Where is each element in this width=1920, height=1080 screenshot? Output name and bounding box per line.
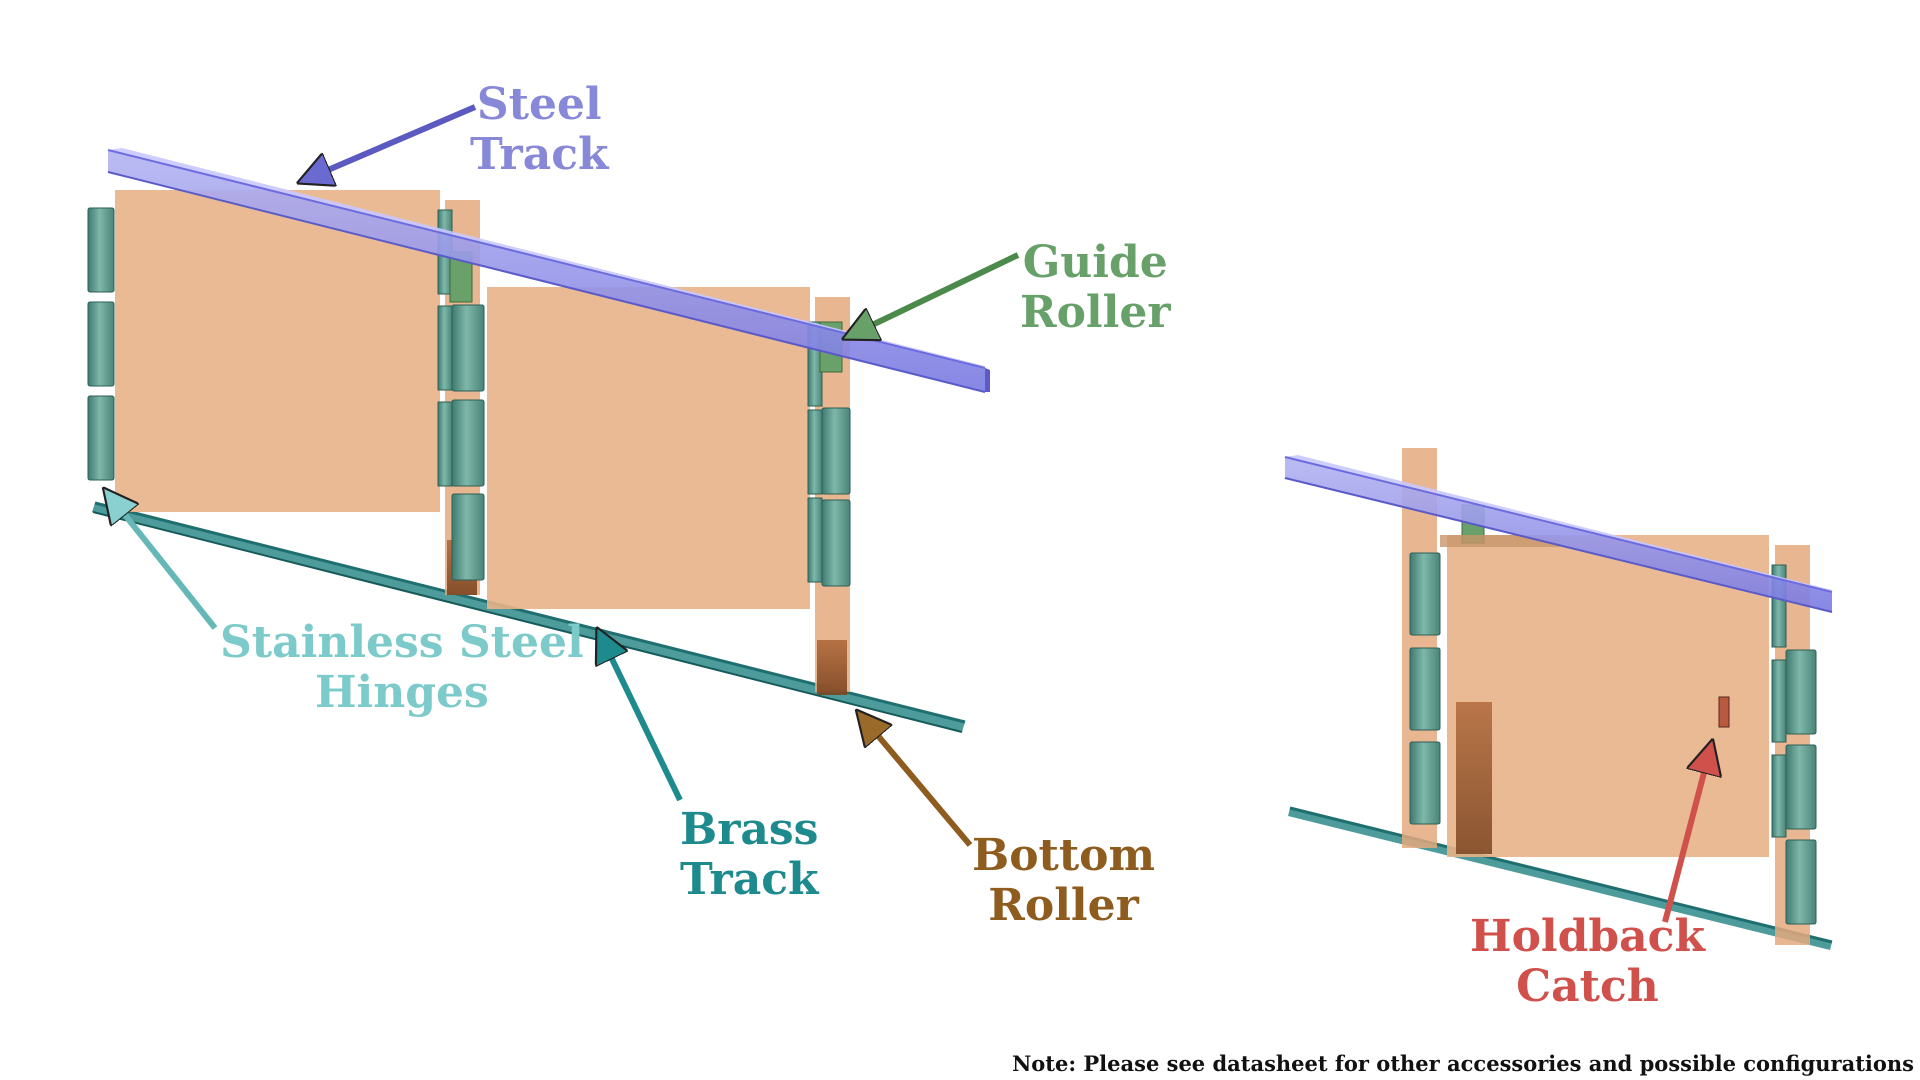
label-steel-track: Steel Track — [470, 80, 609, 180]
label-stainless-steel-hinges: Stainless Steel Hinges — [220, 618, 584, 718]
door-panel-left-2 — [487, 287, 810, 609]
label-steel-track-line1: Steel — [476, 79, 602, 130]
steel-track-right — [1284, 455, 1833, 613]
label-stainless-hinges-line1: Stainless Steel — [220, 617, 584, 668]
label-guide-roller: Guide Roller — [1020, 238, 1171, 338]
hinge-set-left-edge — [87, 207, 115, 481]
door-panel-left-1 — [115, 190, 440, 512]
callout-arrows — [105, 104, 1712, 923]
arrow-brass-track — [598, 630, 683, 802]
label-guide-roller-line2: Roller — [1020, 287, 1171, 338]
label-holdback-catch: Holdback Catch — [1470, 912, 1705, 1012]
label-stainless-hinges-line2: Hinges — [314, 667, 489, 718]
right-assembly — [1284, 448, 1833, 950]
label-brass-track-line1: Brass — [680, 804, 819, 855]
arrow-steel-track — [300, 104, 477, 182]
label-steel-track-line2: Track — [470, 129, 609, 180]
arrow-guide-roller — [845, 252, 1020, 338]
label-guide-roller-line1: Guide — [1022, 237, 1168, 288]
door-panel-right — [1447, 535, 1769, 857]
label-bottom-roller-line2: Roller — [988, 880, 1139, 931]
hinge-set-right-right-post — [1771, 564, 1817, 925]
bottom-roller-block-2 — [817, 640, 847, 695]
label-bottom-roller-line1: Bottom — [972, 830, 1156, 881]
label-brass-track: Brass Track — [680, 805, 819, 905]
hinge-set-post-2 — [807, 321, 851, 587]
label-brass-track-line2: Track — [680, 854, 819, 905]
steel-track-left — [107, 148, 990, 393]
label-bottom-roller: Bottom Roller — [972, 831, 1155, 931]
arrow-holdback-catch — [1662, 742, 1712, 923]
arrow-bottom-roller — [858, 712, 973, 847]
bottom-roller-block-right — [1456, 702, 1492, 854]
left-assembly — [87, 148, 990, 733]
holdback-catch-plate — [1718, 696, 1730, 728]
arrow-stainless-hinges — [105, 490, 218, 630]
label-holdback-catch-line1: Holdback — [1470, 911, 1705, 962]
label-holdback-catch-line2: Catch — [1516, 961, 1659, 1012]
hinge-set-right-left-post — [1409, 552, 1441, 825]
footnote: Note: Please see datasheet for other acc… — [1012, 1051, 1914, 1076]
